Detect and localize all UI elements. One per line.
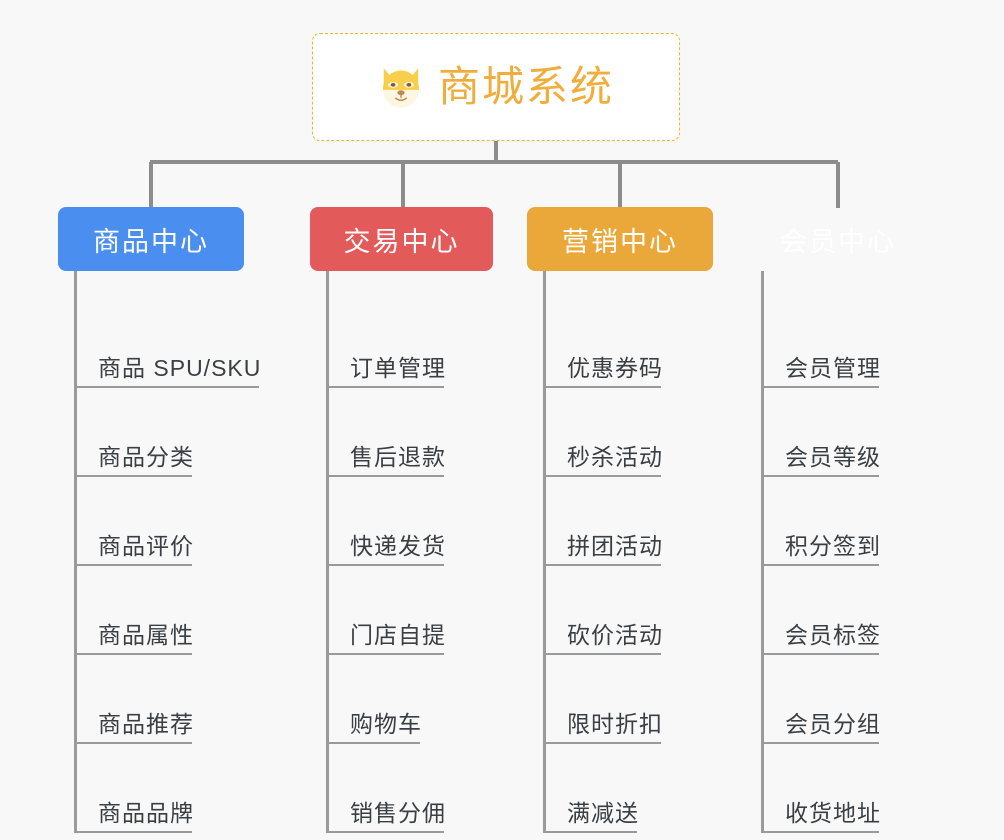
leaf-item[interactable]: 门店自提 (328, 566, 493, 655)
root-node[interactable]: 商城系统 (312, 33, 680, 141)
category-label-1: 交易中心 (343, 226, 460, 257)
category-label-0: 商品中心 (93, 226, 209, 257)
leaf-list-2: 优惠券码 秒杀活动 拼团活动 砍价活动 限时折扣 (527, 271, 713, 833)
leaf-label: 商品分类 (98, 443, 194, 470)
leaf-item[interactable]: 商品评价 (76, 477, 244, 566)
leaf-item[interactable]: 积分签到 (763, 477, 931, 566)
leaf-item[interactable]: 订单管理 (328, 299, 493, 388)
leaf-label: 拼团活动 (567, 532, 663, 559)
dog-face-icon (383, 68, 419, 108)
leaf-label: 购物车 (350, 710, 422, 737)
leaf-trunk-1 (326, 271, 329, 833)
leaf-rule (545, 564, 661, 566)
leaf-label: 优惠券码 (567, 354, 663, 381)
leaf-rule (545, 653, 661, 655)
leaf-item[interactable]: 销售分佣 (328, 744, 493, 833)
root-title: 商城系统 (437, 63, 614, 110)
leaf-rule (76, 742, 192, 744)
leaf-rule (328, 653, 444, 655)
leaf-label: 满减送 (567, 799, 639, 826)
leaf-label: 会员标签 (785, 621, 881, 648)
leaf-trunk-0 (74, 271, 77, 833)
leaf-trunk-3 (761, 271, 764, 833)
leaf-rule (763, 742, 879, 744)
branch-column-1: 交易中心 订单管理 售后退款 快递发货 门店自提 (310, 207, 493, 833)
leaf-rule (545, 831, 637, 833)
leaf-list-1: 订单管理 售后退款 快递发货 门店自提 购物车 (310, 271, 493, 833)
leaf-item[interactable]: 砍价活动 (545, 566, 713, 655)
leaf-label: 销售分佣 (350, 799, 446, 826)
leaf-item[interactable]: 秒杀活动 (545, 388, 713, 477)
leaf-label: 积分签到 (785, 532, 881, 559)
leaf-item[interactable]: 购物车 (328, 655, 493, 744)
leaf-rule (328, 742, 420, 744)
leaf-rule (763, 386, 879, 388)
leaf-item[interactable]: 收货地址 (763, 744, 931, 833)
leaf-rule (76, 564, 192, 566)
leaf-rule (763, 831, 879, 833)
leaf-rule (76, 386, 259, 388)
leaf-item[interactable]: 满减送 (545, 744, 713, 833)
leaf-label: 售后退款 (350, 443, 446, 470)
leaf-trunk-2 (543, 271, 546, 833)
category-box-0[interactable]: 商品中心 (58, 207, 244, 271)
leaf-label: 商品品牌 (98, 799, 194, 826)
branch-column-0: 商品中心 商品 SPU/SKU 商品分类 商品评价 商品属性 (58, 207, 260, 833)
leaf-item[interactable]: 会员管理 (763, 299, 931, 388)
leaf-label: 秒杀活动 (567, 443, 663, 470)
leaf-label: 商品属性 (98, 621, 194, 648)
leaf-label: 商品 SPU/SKU (98, 354, 262, 381)
leaf-item[interactable]: 会员标签 (763, 566, 931, 655)
leaf-item[interactable]: 商品分类 (76, 388, 244, 477)
leaf-label: 砍价活动 (567, 621, 663, 648)
leaf-label: 收货地址 (785, 799, 881, 826)
leaf-item[interactable]: 商品推荐 (76, 655, 244, 744)
leaf-label: 商品推荐 (98, 710, 194, 737)
leaf-label: 门店自提 (350, 621, 446, 648)
leaf-item[interactable]: 商品 SPU/SKU (76, 299, 260, 388)
category-label-3: 会员中心 (780, 226, 896, 257)
leaf-rule (545, 742, 661, 744)
category-label-2: 营销中心 (562, 226, 678, 257)
leaf-rule (545, 475, 661, 477)
category-box-3[interactable]: 会员中心 (745, 207, 931, 271)
leaf-label: 商品评价 (98, 532, 194, 559)
leaf-rule (76, 831, 192, 833)
leaf-label: 订单管理 (350, 354, 446, 381)
branch-column-2: 营销中心 优惠券码 秒杀活动 拼团活动 砍价活动 (527, 207, 713, 833)
leaf-rule (328, 831, 444, 833)
leaf-rule (763, 653, 879, 655)
category-box-2[interactable]: 营销中心 (527, 207, 713, 271)
leaf-rule (763, 475, 879, 477)
leaf-item[interactable]: 商品品牌 (76, 744, 244, 833)
leaf-rule (76, 653, 192, 655)
leaf-label: 限时折扣 (567, 710, 663, 737)
branch-column-3: 会员中心 会员管理 会员等级 积分签到 会员标签 (745, 207, 931, 833)
leaf-item[interactable]: 售后退款 (328, 388, 493, 477)
leaf-label: 会员管理 (785, 354, 881, 381)
leaf-rule (76, 475, 192, 477)
leaf-item[interactable]: 优惠券码 (545, 299, 713, 388)
leaf-label: 会员等级 (785, 443, 881, 470)
leaf-item[interactable]: 会员等级 (763, 388, 931, 477)
leaf-item[interactable]: 拼团活动 (545, 477, 713, 566)
leaf-item[interactable]: 快递发货 (328, 477, 493, 566)
leaf-rule (545, 386, 661, 388)
leaf-rule (328, 564, 444, 566)
category-box-1[interactable]: 交易中心 (310, 207, 493, 271)
leaf-rule (328, 386, 444, 388)
leaf-rule (328, 475, 444, 477)
leaf-item[interactable]: 限时折扣 (545, 655, 713, 744)
leaf-item[interactable]: 会员分组 (763, 655, 931, 744)
leaf-list-0: 商品 SPU/SKU 商品分类 商品评价 商品属性 商品推荐 (58, 271, 260, 833)
leaf-rule (763, 564, 879, 566)
leaf-list-3: 会员管理 会员等级 积分签到 会员标签 会员分组 (745, 271, 931, 833)
leaf-label: 快递发货 (350, 532, 446, 559)
leaf-label: 会员分组 (785, 710, 881, 737)
leaf-item[interactable]: 商品属性 (76, 566, 244, 655)
